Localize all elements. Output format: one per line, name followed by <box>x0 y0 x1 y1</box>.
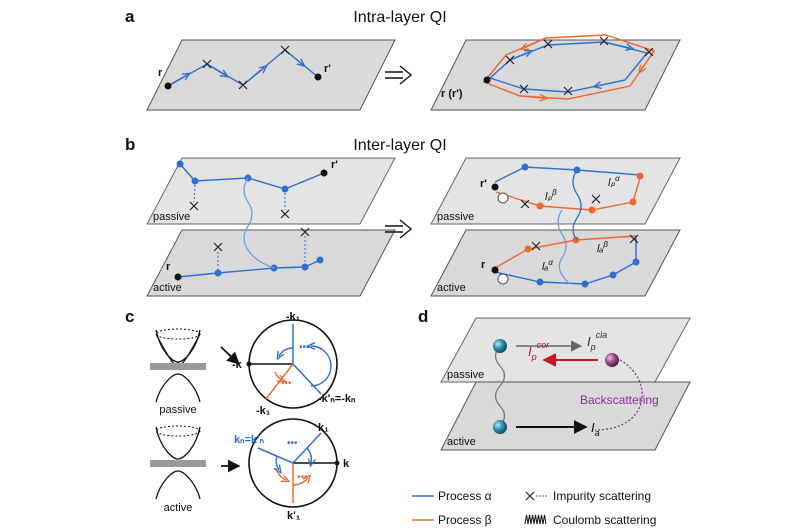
passive-label: passive <box>447 369 484 381</box>
panel-b: b Inter-layer QI passive active r' r <box>125 135 681 297</box>
ip-alpha: lₚα <box>608 174 620 189</box>
dispersion-cone-active <box>150 425 206 500</box>
passive-plane-left <box>146 157 396 225</box>
intra-layer-plane-right <box>430 39 681 111</box>
arrow-to-circle <box>220 346 240 365</box>
label-neg-k1: -k₁ <box>286 311 301 323</box>
ip-cor-label: Ipcor <box>528 340 550 362</box>
label-neg-k: -k <box>232 359 243 371</box>
k-circle-passive: ••• ••• <box>246 319 338 409</box>
ip-cla-label: Ipcla <box>587 330 607 352</box>
legend-process-alpha: Process α <box>438 489 492 503</box>
active-label: active <box>164 502 193 514</box>
point-r <box>164 82 172 90</box>
point-r <box>174 273 182 281</box>
ia-alpha: lₐα <box>542 258 553 273</box>
passive-label: passive <box>153 211 190 223</box>
active-plane-right <box>430 229 681 297</box>
legend-wave-icon <box>524 514 547 525</box>
active-label: active <box>437 282 466 294</box>
panel-c-letter: c <box>125 307 134 326</box>
dispersion-cone-passive <box>150 328 206 403</box>
active-label: active <box>447 436 476 448</box>
point-r-prime <box>491 183 499 191</box>
legend-process-beta: Process β <box>438 513 492 527</box>
label-neg-k1-orange: -k₁ <box>256 405 271 417</box>
legend: Process α Process β Impurity scattering … <box>412 489 656 527</box>
passive-plane-right <box>430 157 681 225</box>
point-r-prime <box>314 73 322 81</box>
label-r: r <box>166 261 171 273</box>
k-circle-active: ••• ••• <box>248 418 340 508</box>
dots: ••• <box>297 472 308 483</box>
label-r-prime: r' <box>324 63 331 75</box>
ia-beta: lₐβ <box>597 240 608 255</box>
impurity-links <box>193 184 306 270</box>
label-r-combined: r (r') <box>441 88 463 100</box>
label-kn-eq: kₙ=k'ₙ <box>234 434 265 446</box>
dots: ••• <box>281 378 292 389</box>
coulomb-wave <box>494 345 506 427</box>
panel-c: c passive ••• ••• -k₁ -k -k'ₙ=-kₙ <box>125 307 356 522</box>
ip-beta: lₚβ <box>545 188 557 203</box>
panel-d: d passive active Ipcla Ipcor Ia Backscat… <box>418 307 691 451</box>
label-k1: k₁ <box>318 422 329 434</box>
passive-label: passive <box>437 211 474 223</box>
backscattering-path <box>594 359 643 431</box>
dots: ••• <box>287 438 298 449</box>
implies-arrow <box>385 219 413 239</box>
point-r <box>483 76 491 84</box>
backscattering-label: Backscattering <box>580 393 659 407</box>
minus-charge <box>497 273 509 285</box>
panel-a-letter: a <box>125 7 135 26</box>
active-loop <box>494 235 640 288</box>
intra-loop <box>482 34 656 99</box>
hole-passive <box>605 353 619 367</box>
impurity-cross <box>505 36 654 96</box>
electron-passive <box>493 339 507 353</box>
label-r: r <box>158 67 163 79</box>
active-plane-left <box>146 229 396 297</box>
impurity-cross <box>189 201 310 252</box>
ia-label: Ia <box>591 420 600 438</box>
panel-b-title: Inter-layer QI <box>353 137 446 154</box>
electron-active <box>493 420 507 434</box>
label-k: k <box>343 458 350 470</box>
legend-coulomb: Coulomb scattering <box>553 513 656 527</box>
legend-impurity: Impurity scattering <box>553 489 651 503</box>
impurity-cross <box>202 45 290 90</box>
label-neg-kn-prime: -k'ₙ=-kₙ <box>318 393 356 405</box>
label-r: r <box>481 259 486 271</box>
impurity-cross <box>520 194 639 251</box>
active-label: active <box>153 282 182 294</box>
panel-a: a Intra-layer QI r r' <box>125 7 681 111</box>
dots: ••• <box>299 342 310 353</box>
coulomb-wave <box>557 169 582 285</box>
point-r <box>491 266 499 274</box>
point-r-prime <box>320 169 328 177</box>
minus-charge <box>497 192 509 204</box>
legend-cross-icon <box>525 491 535 501</box>
panel-d-letter: d <box>418 307 428 326</box>
implies-arrow <box>385 65 413 85</box>
label-r-prime: r' <box>331 159 338 171</box>
panel-b-letter: b <box>125 135 135 154</box>
coulomb-wave <box>243 177 275 269</box>
passive-label: passive <box>159 404 196 416</box>
label-k1-prime: k'₁ <box>287 510 301 522</box>
label-r-prime: r' <box>480 178 487 190</box>
panel-a-title: Intra-layer QI <box>353 9 446 26</box>
intra-layer-plane-left <box>146 39 396 111</box>
